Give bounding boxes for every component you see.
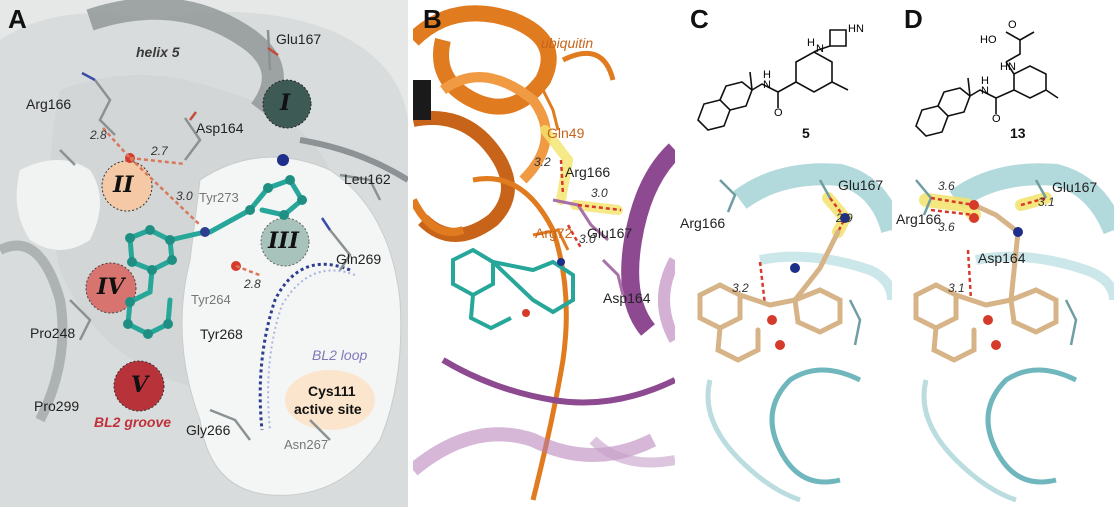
aniline-n: N: [816, 43, 824, 55]
panel-d: D HO O HN H N O 13 Arg166 Glu167 Asp164 …: [896, 0, 1114, 507]
subsite-i-label: I: [280, 90, 291, 116]
panel-c-label: C: [690, 4, 709, 34]
glu167-c-label: Glu167: [838, 177, 884, 193]
subsite-iii-label: III: [268, 228, 299, 254]
helix5-label: helix 5: [136, 44, 180, 60]
azetidine-nh: HN: [848, 23, 864, 35]
compound-13-label: 13: [1010, 125, 1026, 141]
distance-a-1: 2.8: [90, 128, 107, 142]
glu167-d-label: Glu167: [1052, 179, 1098, 195]
panel-a-label: A: [8, 4, 27, 34]
tyr264-label: Tyr264: [191, 292, 231, 307]
distance-c-1: 2.9: [836, 211, 853, 225]
tyr268-label: Tyr268: [200, 326, 243, 342]
amide-h-d: H: [981, 75, 989, 87]
aniline-h: H: [807, 37, 815, 49]
gln269-label: Gln269: [336, 251, 382, 267]
arg72-label: Arg72: [535, 225, 573, 241]
glu167-b-label: Glu167: [587, 225, 633, 241]
distance-d-2: 3.6: [938, 220, 955, 234]
glu167-label: Glu167: [276, 31, 322, 47]
pro248-label: Pro248: [30, 325, 76, 341]
bl2-groove-label: BL2 groove: [94, 414, 172, 430]
amine-hn: HN: [1000, 61, 1016, 73]
distance-d-1: 3.6: [938, 179, 955, 193]
panel-a-structure: [0, 0, 408, 507]
subsite-ii-label: II: [113, 172, 134, 198]
distance-d-3: 3.1: [1038, 195, 1055, 209]
amide-n-d: N: [981, 85, 989, 97]
panel-b-label: B: [423, 4, 442, 34]
distance-c-2: 3.2: [732, 281, 749, 295]
amide-h-c: H: [763, 69, 771, 81]
panel-a: A I II III IV V helix 5 Glu167 Arg166 As…: [0, 0, 408, 507]
bl2-loop-label: BL2 loop: [312, 347, 368, 363]
panel-d-structure: [913, 31, 1114, 503]
carboxyl-o: O: [1008, 19, 1017, 31]
distance-a-2: 2.7: [151, 144, 168, 158]
leu162-label: Leu162: [344, 171, 391, 187]
panel-c-structure: [697, 29, 892, 503]
panel-c: C HN H N H N O 5 Arg166 Glu167 2.9 3.2: [680, 0, 892, 507]
distance-a-3: 3.0: [176, 189, 193, 203]
active-site-line2: active site: [294, 401, 362, 417]
arg166-c-label: Arg166: [680, 215, 726, 231]
asn267-label: Asn267: [284, 437, 329, 452]
gly266-label: Gly266: [186, 422, 231, 438]
arg166-d-label: Arg166: [896, 211, 942, 227]
carbonyl-o-c: O: [774, 107, 783, 119]
arg166-b-label: Arg166: [565, 164, 611, 180]
distance-b-3: 3.0: [579, 232, 596, 246]
panel-d-label: D: [904, 4, 923, 34]
active-site-line1: Cys111: [308, 383, 356, 399]
distance-b-1: 3.2: [534, 155, 551, 169]
distance-b-2: 3.0: [591, 186, 608, 200]
distance-d-4: 3.1: [948, 281, 965, 295]
pro299-label: Pro299: [34, 398, 80, 414]
asp164-d-label: Asp164: [978, 250, 1026, 266]
arg166-label: Arg166: [26, 96, 72, 112]
amide-n-c: N: [763, 79, 771, 91]
tyr273-label: Tyr273: [199, 190, 239, 205]
carboxyl-ho: HO: [980, 34, 997, 46]
compound-5-label: 5: [802, 125, 810, 141]
asp164-label: Asp164: [196, 120, 244, 136]
asp164-b-label: Asp164: [603, 290, 651, 306]
subsite-v-label: V: [131, 372, 149, 398]
panel-b-structure: [413, 0, 675, 507]
distance-a-4: 2.8: [244, 277, 261, 291]
carbonyl-o-d: O: [992, 113, 1001, 125]
subsite-iv-label: IV: [97, 274, 125, 300]
gln49-label: Gln49: [547, 125, 585, 141]
ubiquitin-label: ubiquitin: [541, 35, 594, 51]
panel-b: B ubiquitin Gln49 Arg166 Arg72 Glu167 As…: [413, 0, 675, 507]
